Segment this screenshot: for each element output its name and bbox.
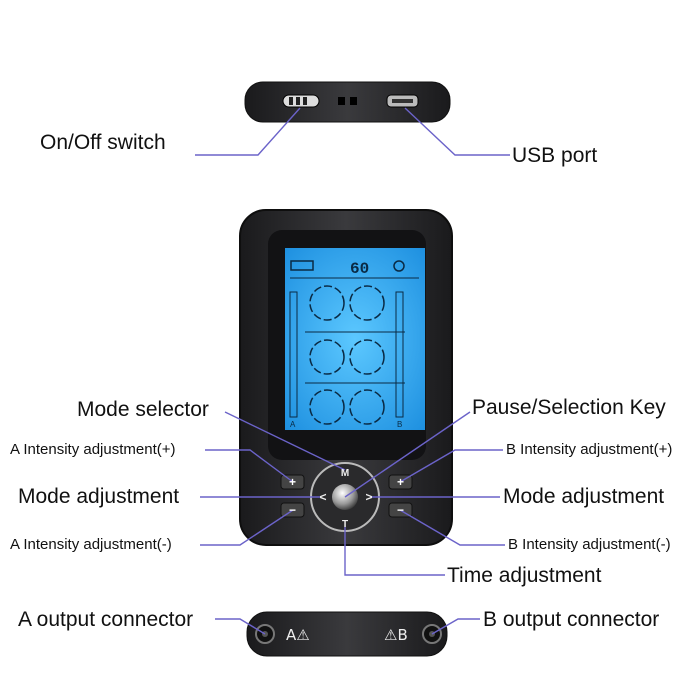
device-front bbox=[239, 209, 453, 546]
label-b-output-connector: B output connector bbox=[483, 608, 660, 631]
label-b-intensity-minus: B Intensity adjustment(-) bbox=[508, 536, 671, 553]
label-time-adjustment: Time adjustment bbox=[447, 564, 602, 587]
label-mode-selector: Mode selector bbox=[77, 398, 209, 421]
connector-b-label: ⚠B bbox=[384, 626, 408, 644]
channel-b-label: B bbox=[397, 420, 402, 429]
label-b-intensity-plus: B Intensity adjustment(+) bbox=[506, 441, 673, 458]
a-minus-glyph: − bbox=[289, 503, 296, 517]
on-off-switch bbox=[282, 94, 320, 108]
a-plus-glyph: + bbox=[289, 475, 296, 489]
device-bottom-edge bbox=[246, 611, 448, 657]
time-button-t[interactable]: T bbox=[342, 519, 348, 530]
label-a-output-connector: A output connector bbox=[18, 608, 194, 631]
channel-a-label: A bbox=[290, 420, 296, 429]
label-mode-adjustment-left: Mode adjustment bbox=[18, 485, 180, 508]
connector-a-label: A⚠ bbox=[286, 626, 310, 644]
b-plus-glyph: + bbox=[397, 475, 404, 489]
timer-display: 60 bbox=[350, 260, 369, 278]
device-top-edge bbox=[244, 81, 451, 123]
b-minus-glyph: − bbox=[397, 503, 404, 517]
leader-lines bbox=[195, 107, 510, 635]
label-a-intensity-plus: A Intensity adjustment(+) bbox=[10, 441, 176, 458]
mode-left-button[interactable]: < bbox=[319, 490, 326, 504]
label-on-off-switch: On/Off switch bbox=[40, 131, 166, 154]
mode-right-button[interactable]: > bbox=[365, 490, 372, 504]
label-mode-adjustment-right: Mode adjustment bbox=[503, 485, 665, 508]
label-pause-selection-key: Pause/Selection Key bbox=[472, 396, 666, 419]
mode-button-m[interactable]: M bbox=[341, 468, 349, 479]
label-usb-port: USB port bbox=[512, 144, 598, 167]
label-a-intensity-minus: A Intensity adjustment(-) bbox=[10, 536, 172, 553]
